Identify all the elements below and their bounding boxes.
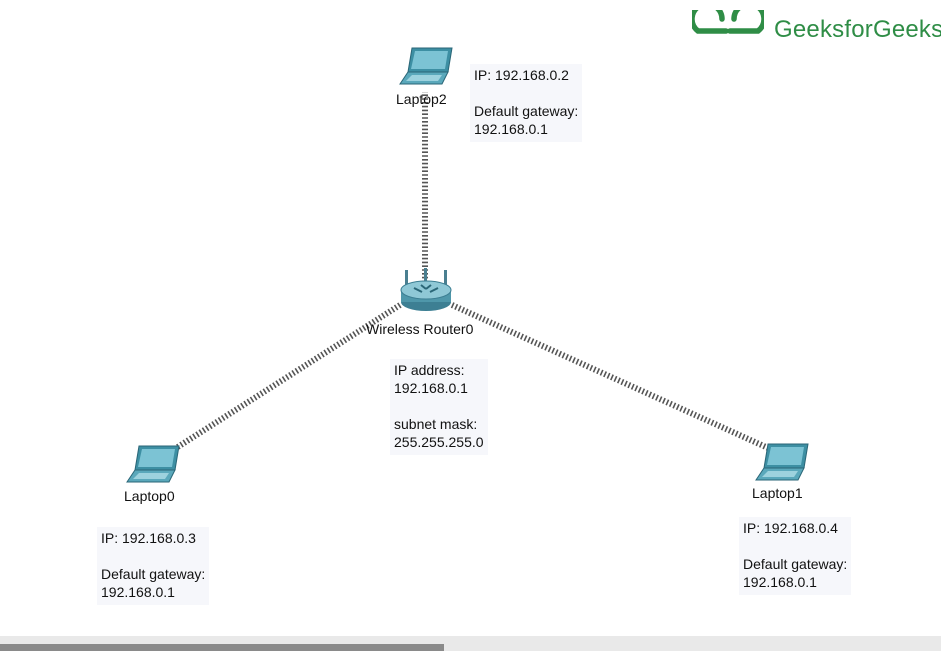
laptop2-label: Laptop2: [396, 91, 447, 107]
laptop-icon: [755, 443, 809, 481]
laptop1-label: Laptop1: [752, 485, 803, 501]
brand-name: GeeksforGeeks: [774, 16, 941, 43]
router-mask-value: 255.255.255.0: [394, 434, 484, 450]
laptop0-gateway-label: Default gateway:: [101, 566, 206, 582]
wireless-links: [171, 92, 779, 455]
link-router-laptop1: [450, 302, 779, 455]
laptop0-gateway-value: 192.168.0.1: [101, 584, 175, 600]
link-router-laptop0: [171, 302, 402, 453]
laptop-icon: [126, 445, 180, 483]
router-ip-label: IP address:: [394, 362, 465, 378]
laptop1-ip: IP: 192.168.0.4: [743, 520, 838, 536]
laptop0-note: IP: 192.168.0.3 Default gateway: 192.168…: [97, 527, 210, 605]
gfg-logo-icon: [692, 10, 764, 34]
scrollbar-thumb[interactable]: [0, 644, 444, 651]
router-mask-label: subnet mask:: [394, 416, 478, 432]
router-note: IP address: 192.168.0.1 subnet mask: 255…: [390, 359, 488, 455]
laptop1-device[interactable]: [754, 442, 810, 484]
laptop2-device[interactable]: [398, 46, 454, 88]
brand-logo: GeeksforGeeks: [692, 10, 941, 50]
wireless-router-icon: [400, 268, 452, 311]
workspace-canvas[interactable]: GeeksforGeeks Laptop2 IP: 192.168.0.2 De…: [0, 0, 941, 636]
laptop1-gateway-value: 192.168.0.1: [743, 574, 817, 590]
laptop0-device[interactable]: [125, 444, 181, 486]
horizontal-scrollbar[interactable]: [0, 636, 941, 651]
laptop1-gateway-label: Default gateway:: [743, 556, 848, 572]
laptop2-note: IP: 192.168.0.2 Default gateway: 192.168…: [470, 64, 583, 142]
laptop2-gateway-label: Default gateway:: [474, 103, 579, 119]
router-ip-value: 192.168.0.1: [394, 380, 468, 396]
laptop0-ip: IP: 192.168.0.3: [101, 530, 196, 546]
laptop1-note: IP: 192.168.0.4 Default gateway: 192.168…: [739, 517, 852, 595]
laptop2-ip: IP: 192.168.0.2: [474, 67, 569, 83]
wireless-router-device[interactable]: [399, 268, 453, 312]
router-label: Wireless Router0: [366, 321, 474, 337]
laptop-icon: [399, 47, 453, 85]
laptop0-label: Laptop0: [124, 488, 175, 504]
laptop2-gateway-value: 192.168.0.1: [474, 121, 548, 137]
